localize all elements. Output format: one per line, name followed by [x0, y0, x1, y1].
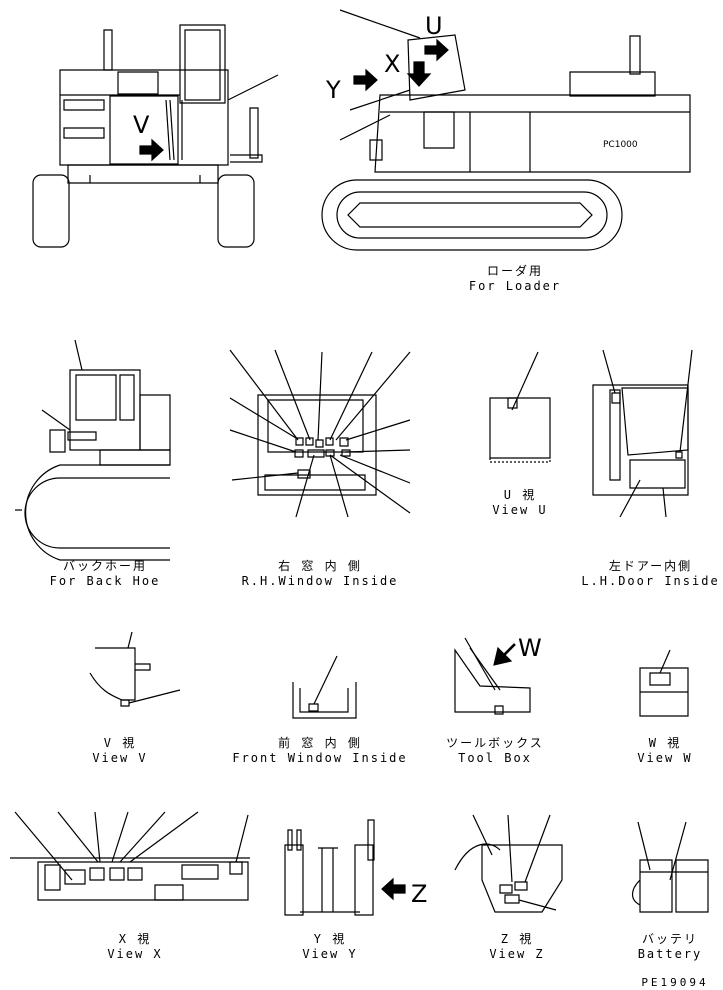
caption-battery: バッテリ Battery: [620, 932, 720, 962]
drawing-number: PE19094: [641, 976, 709, 989]
machine-front-view: [33, 25, 278, 247]
letter-x: X: [384, 50, 400, 78]
caption-lh-door-en: L.H.Door Inside: [581, 574, 720, 588]
caption-view-u: U 視 View U: [470, 488, 570, 518]
letter-z: Z: [411, 880, 427, 908]
caption-lh-door: 左ドアー内側 L.H.Door Inside: [578, 559, 723, 589]
caption-rh-window-en: R.H.Window Inside: [241, 574, 399, 588]
caption-view-x-jp: X 視: [118, 932, 152, 946]
view-z-diagram: [455, 815, 562, 912]
caption-loader: ローダ用 For Loader: [430, 264, 600, 294]
caption-view-v-en: View V: [92, 751, 148, 765]
caption-backhoe-en: For Back Hoe: [49, 574, 161, 588]
caption-view-u-en: View U: [492, 503, 548, 517]
caption-view-w: W 視 View W: [615, 736, 715, 766]
view-u-diagram: [490, 352, 550, 462]
front-window-view: [293, 656, 356, 718]
letter-w: W: [518, 634, 542, 662]
arrow-u-icon: [425, 40, 448, 60]
caption-view-z-en: View Z: [489, 947, 545, 961]
caption-backhoe-jp: バックホー用: [62, 559, 147, 573]
caption-rh-window-jp: 右 窓 内 側: [278, 559, 362, 573]
caption-view-u-jp: U 視: [503, 488, 537, 502]
arrow-z-icon: [382, 879, 405, 899]
caption-view-y-en: View Y: [302, 947, 358, 961]
caption-toolbox-en: Tool Box: [458, 751, 532, 765]
letter-v: V: [133, 111, 150, 139]
battery-diagram: [633, 822, 709, 912]
caption-toolbox: ツールボックス Tool Box: [430, 736, 560, 766]
rh-window-view: [230, 350, 410, 517]
arrow-v-icon: [140, 140, 163, 160]
caption-view-w-jp: W 視: [648, 736, 682, 750]
view-y-diagram: [285, 820, 374, 915]
caption-front-window-jp: 前 窓 内 側: [278, 736, 362, 750]
model-text: PC1000: [603, 140, 638, 150]
caption-battery-jp: バッテリ: [641, 932, 698, 946]
caption-view-v-jp: V 視: [103, 736, 137, 750]
caption-view-x-en: View X: [107, 947, 163, 961]
arrow-x-icon: [408, 62, 430, 86]
caption-view-w-en: View W: [637, 751, 693, 765]
caption-backhoe: バックホー用 For Back Hoe: [25, 559, 185, 589]
caption-view-z-jp: Z 視: [500, 932, 534, 946]
backhoe-view: [15, 340, 170, 560]
caption-view-z: Z 視 View Z: [462, 932, 572, 962]
caption-view-y: Y 視 View Y: [275, 932, 385, 962]
caption-front-window-en: Front Window Inside: [232, 751, 408, 765]
view-w-diagram: [640, 650, 688, 716]
caption-view-v: V 視 View V: [65, 736, 175, 766]
view-x-diagram: [10, 812, 250, 900]
letter-y: Y: [325, 76, 341, 104]
caption-rh-window: 右 窓 内 側 R.H.Window Inside: [220, 559, 420, 589]
caption-view-x: X 視 View X: [80, 932, 190, 962]
arrow-w-icon: [494, 644, 515, 665]
toolbox-view: [455, 638, 530, 714]
lh-door-view: [593, 350, 692, 517]
caption-loader-jp: ローダ用: [486, 264, 543, 278]
caption-toolbox-jp: ツールボックス: [446, 736, 544, 750]
caption-view-y-jp: Y 視: [313, 932, 347, 946]
caption-lh-door-jp: 左ドアー内側: [608, 559, 693, 573]
caption-battery-en: Battery: [637, 947, 703, 961]
machine-side-view: PC1000: [322, 10, 690, 250]
letter-u: U: [425, 12, 443, 40]
view-v-diagram: [90, 632, 180, 706]
caption-loader-en: For Loader: [468, 279, 562, 293]
arrow-y-icon: [354, 70, 377, 90]
caption-front-window: 前 窓 内 側 Front Window Inside: [220, 736, 420, 766]
